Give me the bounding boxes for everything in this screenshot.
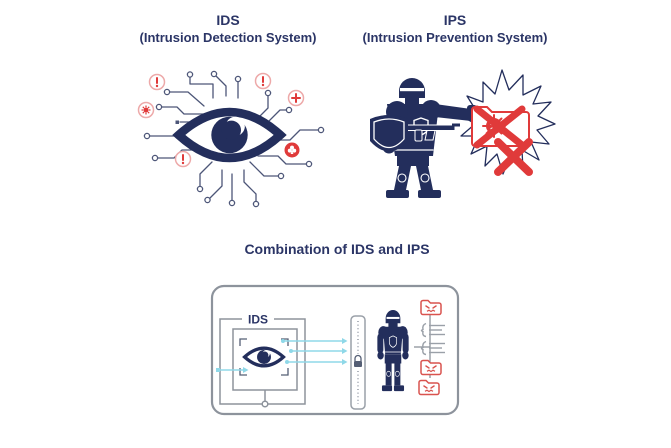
block-x-icon (473, 105, 526, 149)
combination-diagram: IDS (210, 284, 460, 416)
ids-title-block: IDS (Intrusion Detection System) (98, 12, 358, 46)
block-x-icon (494, 138, 533, 176)
eye-monitoring-icon (179, 112, 281, 158)
flow-arrows (216, 338, 348, 373)
alert-exclamation-icon (254, 72, 272, 90)
medical-cross-icon (287, 89, 305, 107)
blocked-folder-icon (471, 105, 530, 149)
ids-title: IDS (216, 12, 240, 28)
ids-illustration (137, 70, 325, 208)
ips-title-block: IPS (Intrusion Prevention System) (325, 12, 585, 46)
ids-box-label: IDS (248, 313, 268, 327)
combination-title: Combination of IDS and IPS (244, 241, 430, 257)
node-dot (261, 400, 269, 408)
shield-icon (370, 115, 408, 152)
padlock-icon (354, 354, 362, 367)
virus-icon (137, 101, 155, 119)
eye-scanner-icon (242, 346, 286, 368)
malware-folder-icon (420, 359, 442, 376)
malware-folder-icon (420, 299, 442, 316)
filter-bar-icon (350, 315, 366, 410)
alert-exclamation-icon (174, 150, 192, 168)
ids-subtitle: (Intrusion Detection System) (139, 29, 317, 45)
malware-folder-icon (418, 379, 440, 396)
ips-title: IPS (443, 12, 467, 28)
ips-illustration (370, 69, 556, 198)
threat-feed-column (414, 299, 446, 396)
malware-bug-icon (284, 142, 300, 158)
alert-exclamation-icon (148, 73, 166, 91)
ips-subtitle: (Intrusion Prevention System) (362, 29, 548, 45)
